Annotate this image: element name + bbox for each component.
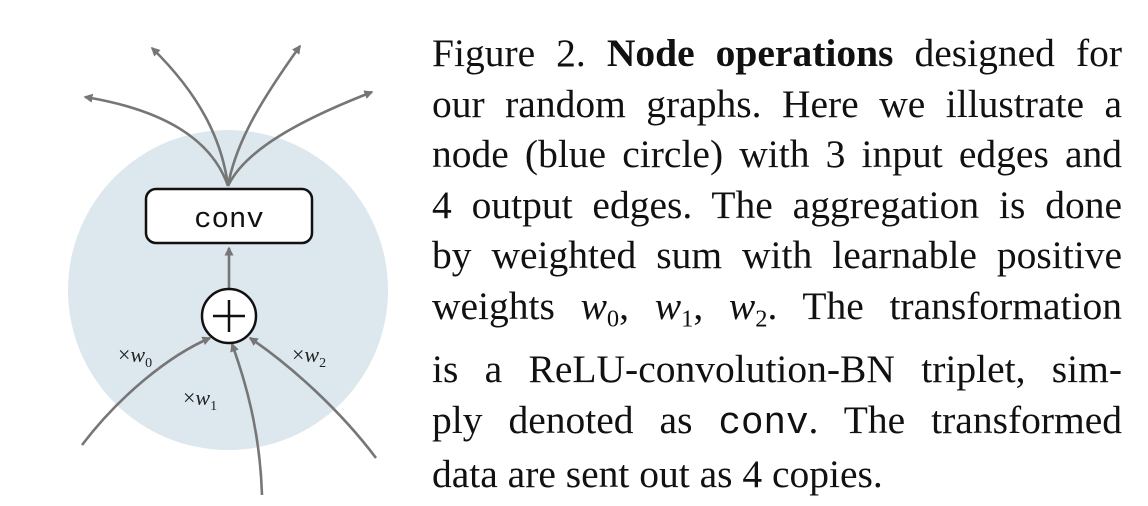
caption-text-6a: weights — [432, 283, 581, 328]
caption-line-1: Figure 2. Node operations designed for — [432, 28, 1122, 79]
output-edge-3 — [226, 44, 302, 187]
node-diagram-svg: conv ×w0 ×w1 ×w2 — [68, 44, 388, 496]
caption-line-3: node (blue circle) with 3 input edges an… — [432, 132, 1122, 176]
conv-box — [144, 187, 314, 245]
math-w1: w1 — [654, 283, 694, 332]
output-edge-2 — [83, 93, 230, 187]
caption-text-6b: . The transformation — [767, 283, 1122, 328]
inline-code-conv: conv — [718, 402, 809, 445]
output-edge-1 — [150, 46, 230, 187]
math-w0: w0 — [580, 283, 620, 332]
weight-label-w2: ×w2 — [292, 342, 326, 371]
caption-line-8: ply denoted as conv. The transformed — [432, 395, 1122, 450]
caption-title: Node operations — [606, 31, 894, 75]
conv-box-label: conv — [194, 203, 264, 236]
caption-text-1: designed for — [893, 31, 1122, 75]
weight-label-w0: ×w0 — [118, 342, 152, 371]
math-w2: w2 — [728, 283, 768, 332]
caption-text-8a: ply denoted as — [432, 397, 719, 442]
caption-line-9: data are sent out as 4 copies. — [432, 452, 883, 497]
figure-label: Figure 2. — [432, 31, 586, 75]
caption-line-6: weights w0, w1, w2. The transformation — [432, 283, 1122, 332]
caption-line-7: is a ReLU-convolution-BN triplet, sim- — [432, 347, 1122, 392]
input-edge-w2 — [248, 336, 378, 459]
node-diagram: conv ×w0 ×w1 ×w2 — [0, 0, 410, 506]
figure-caption: Figure 2. Node operations designed for o… — [432, 28, 1122, 500]
caption-text-8b: . The transformed — [808, 397, 1123, 442]
input-edge-w0 — [80, 336, 212, 446]
output-edge-4 — [226, 90, 374, 187]
input-edge-w1 — [230, 342, 264, 496]
weight-label-w1: ×w1 — [183, 385, 217, 414]
caption-line-2: our random graphs. Here we illustrate a — [432, 81, 1122, 126]
caption-line-4: 4 output edges. The aggregation is done — [432, 182, 1122, 227]
caption-line-5: by weighted sum with learnable positive — [432, 233, 1122, 277]
